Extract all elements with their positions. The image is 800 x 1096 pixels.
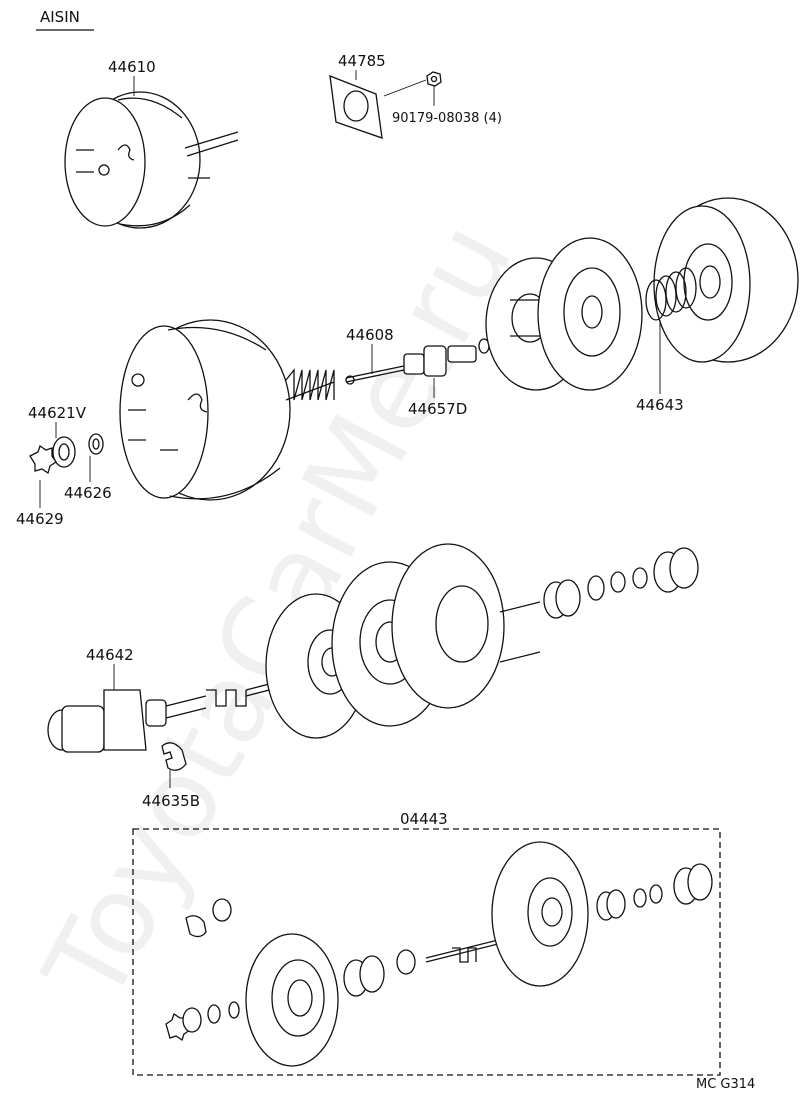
valve-body-44657D[interactable] bbox=[403, 338, 490, 377]
label-44621V: 44621V bbox=[28, 404, 87, 422]
label-04443: 04443 bbox=[400, 810, 448, 828]
brand-label: AISIN bbox=[40, 8, 80, 26]
booster-rear-shell[interactable] bbox=[653, 197, 799, 363]
gasket-plate-44785[interactable] bbox=[329, 74, 383, 139]
label-90179-08038: 90179-08038 (4) bbox=[392, 111, 502, 126]
label-44657D: 44657D bbox=[408, 400, 467, 418]
diaphragm-spring[interactable] bbox=[285, 368, 335, 401]
footer-code: MC G314 bbox=[696, 1077, 755, 1092]
booster-assembly-44610[interactable] bbox=[64, 91, 239, 229]
label-44626: 44626 bbox=[64, 484, 112, 502]
label-44785: 44785 bbox=[338, 52, 386, 70]
label-44643: 44643 bbox=[636, 396, 684, 414]
booster-front-shell[interactable] bbox=[119, 319, 291, 501]
key-44635B[interactable] bbox=[161, 742, 187, 771]
seal-44621V[interactable] bbox=[52, 436, 76, 468]
valve-body-44642[interactable] bbox=[47, 675, 301, 753]
label-44642: 44642 bbox=[86, 646, 134, 664]
label-44608: 44608 bbox=[346, 326, 394, 344]
diaphragm-disc[interactable] bbox=[537, 237, 643, 391]
label-44635B: 44635B bbox=[142, 792, 200, 810]
label-44629: 44629 bbox=[16, 510, 64, 528]
retainer-44629[interactable] bbox=[29, 444, 57, 475]
washer-44626[interactable] bbox=[88, 433, 104, 455]
nut-90179-08038[interactable] bbox=[426, 71, 442, 87]
lower-seal-set[interactable] bbox=[543, 547, 699, 619]
return-spring-44643[interactable] bbox=[645, 267, 697, 321]
label-44610: 44610 bbox=[108, 58, 156, 76]
lower-rear-shell[interactable] bbox=[391, 543, 541, 709]
pushrod-44608[interactable] bbox=[345, 365, 405, 385]
kit-04443-components[interactable] bbox=[165, 841, 713, 1067]
kit-04443-boundary bbox=[132, 828, 721, 1076]
